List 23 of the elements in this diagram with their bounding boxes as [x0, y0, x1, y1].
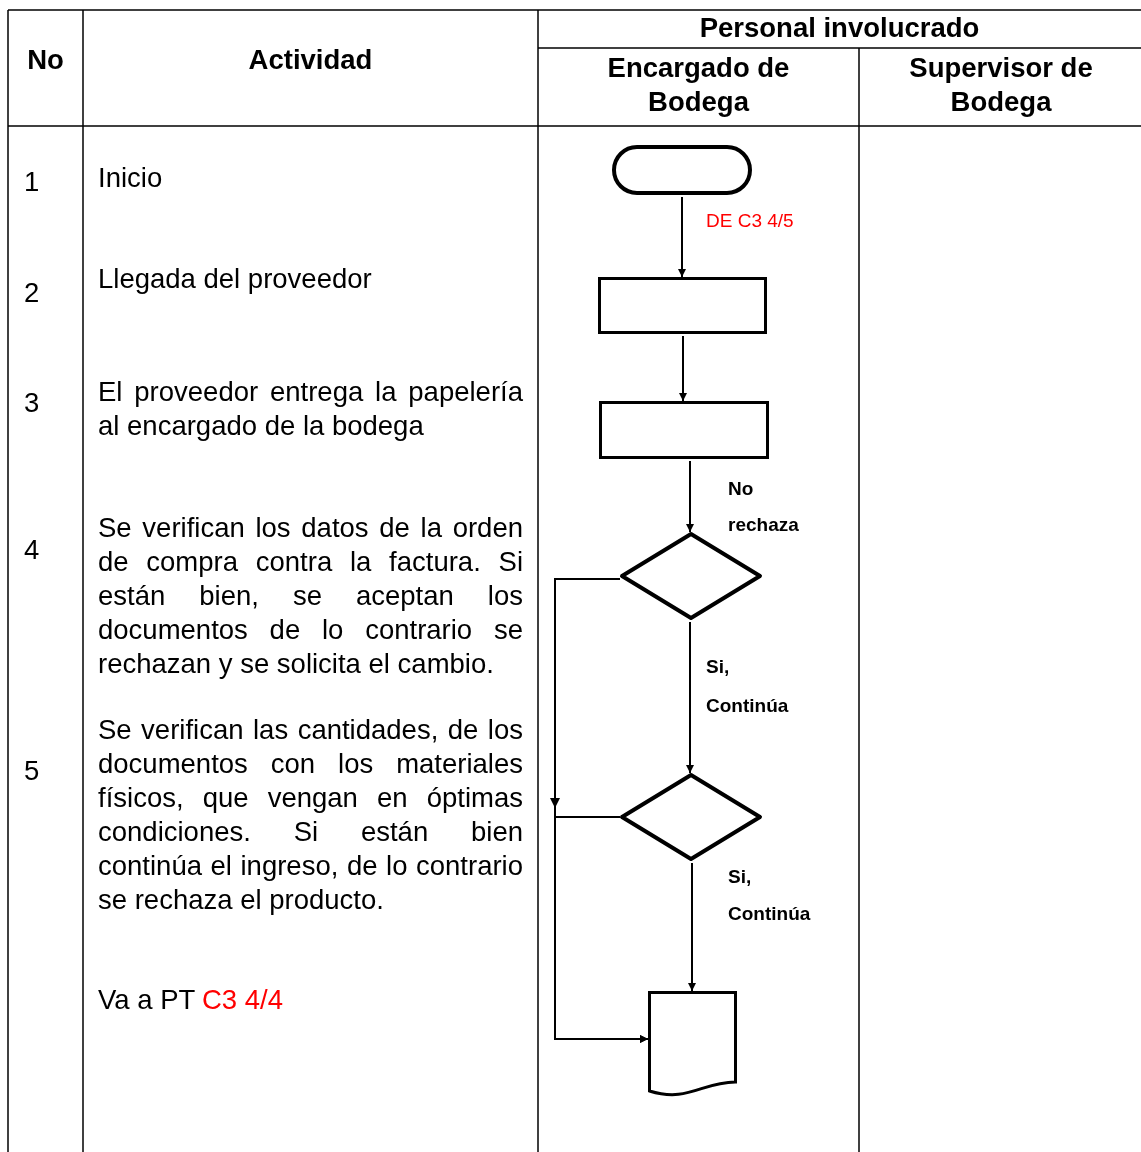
cell-text: Inicio: [98, 161, 163, 195]
cell-text: C3 4/4: [202, 983, 284, 1017]
decision-diamond: [620, 532, 762, 620]
decision-diamond: [620, 773, 762, 861]
process-box: [599, 401, 769, 459]
row-number: 3: [24, 386, 40, 420]
row-number: 5: [24, 754, 40, 788]
column-header: Encargado de Bodega: [606, 51, 791, 119]
cell-text: Llegada del proveedor: [98, 262, 372, 296]
row-number: 4: [24, 533, 40, 567]
cell-text: Va a PT: [98, 983, 196, 1017]
column-header: No: [26, 43, 65, 77]
column-header: Actividad: [247, 43, 374, 77]
document-shape: [648, 991, 737, 1099]
terminator-shape: [612, 145, 752, 195]
row-number: 1: [24, 165, 40, 199]
row-number: 2: [24, 276, 40, 310]
process-box: [598, 277, 767, 334]
cell-text: Se verifican los datos de la orden de compra contra la factura. Si están bien, se aceptan los documentos de lo contrario se rechazan y se solicita el cambio.: [98, 511, 523, 681]
cell-text: Se verifican las cantidades, de los documentos con los materiales físicos, que vengan en óptimas condiciones. Si están bien continúa el ingreso, de lo contrario se rechaza el producto.: [98, 713, 523, 917]
column-header: Personal involucrado: [698, 11, 981, 45]
cell-text: El proveedor entrega la papelería al encargado de la bodega: [98, 375, 523, 443]
column-header: Supervisor de Bodega: [908, 51, 1094, 119]
